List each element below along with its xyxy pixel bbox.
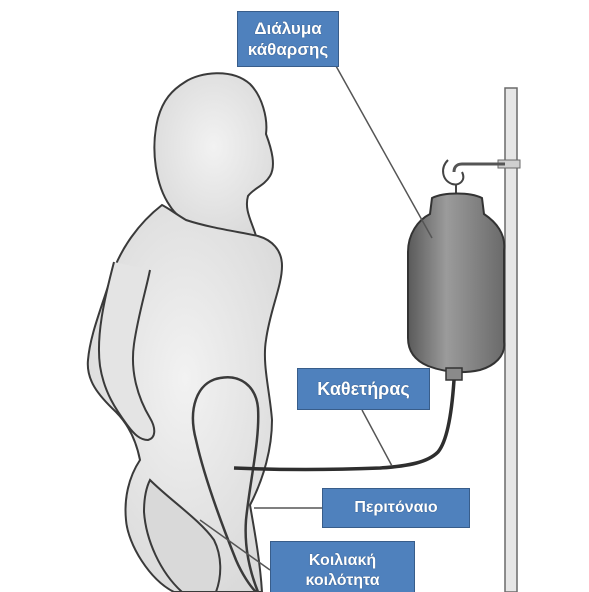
solution-pointer-line <box>336 66 432 238</box>
dialysis-bag-icon <box>408 160 504 380</box>
dialysis-solution-label-line2: κάθαρσης <box>248 39 328 60</box>
catheter-label-text: Καθετήρας <box>317 378 410 401</box>
peritoneum-label: Περιτόναιο <box>322 488 470 528</box>
person-figure <box>88 73 282 592</box>
abdominal-cavity-label: Κοιλιακή κοιλότητα <box>270 541 415 592</box>
catheter-label: Καθετήρας <box>297 368 430 410</box>
abdominal-cavity-label-line2: κοιλότητα <box>305 571 379 591</box>
peritoneum-label-text: Περιτόναιο <box>354 498 437 518</box>
catheter-pointer-line <box>362 410 392 466</box>
dialysis-solution-label-line1: Διάλυμα <box>254 18 321 39</box>
abdominal-cavity-label-line1: Κοιλιακή <box>309 551 376 571</box>
dialysis-solution-label: Διάλυμα κάθαρσης <box>237 11 339 67</box>
